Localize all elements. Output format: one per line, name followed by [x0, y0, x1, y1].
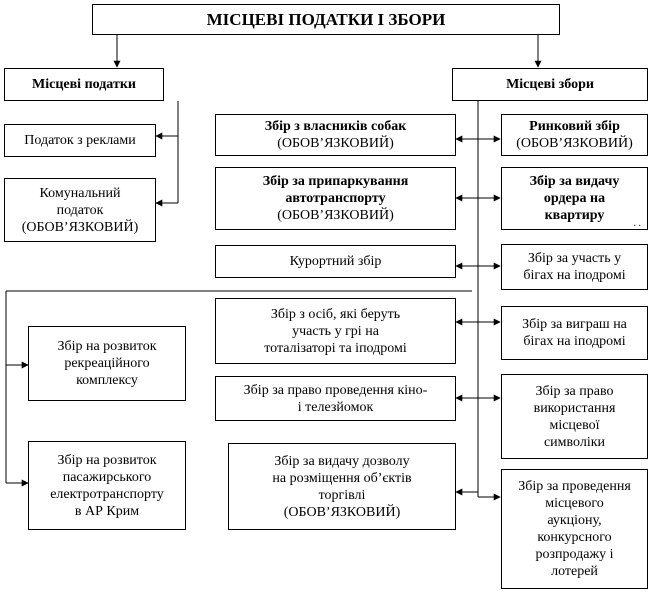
resort-fee-text: Курортний збір [289, 254, 382, 269]
filming-fee-box: Збір за право проведення кіно- і телезйо… [215, 376, 456, 421]
trade-permit-fee-box: Збір за видачу дозволу на розміщення об’… [228, 443, 456, 530]
filming-fee-line1: Збір за право проведення кіно- [243, 382, 428, 398]
apartment-warrant-fee-mark: . . [633, 218, 642, 229]
trade-permit-fee-line1: Збір за видачу дозволу [274, 453, 410, 469]
betting-fee-line1: Збір з осіб, які беруть [270, 306, 401, 322]
recreation-fee-box: Збір на розвиток рекреаційного комплексу [28, 326, 186, 401]
apartment-warrant-fee-line3: квартиру [544, 208, 605, 223]
electrotransport-fee-line2: пасажирського [62, 469, 152, 485]
racing-win-fee-box: Збір за виграш на бігах на іподромі [501, 306, 648, 360]
trade-permit-fee-line3: торгівлі [318, 487, 366, 503]
auction-fee-line1: Збір за проведення [518, 479, 631, 494]
market-fee-line2: (ОБОВ’ЯЗКОВИЙ) [516, 136, 633, 151]
trade-permit-fee-line4: (ОБОВ’ЯЗКОВИЙ) [283, 504, 401, 520]
resort-fee-box: Курортний збір [215, 245, 456, 278]
parking-fee-line3: (ОБОВ’ЯЗКОВИЙ) [277, 208, 394, 223]
communal-tax-line3: (ОБОВ’ЯЗКОВИЙ) [21, 219, 139, 235]
electrotransport-fee-line4: в АР Крим [74, 503, 140, 519]
market-fee-line1: Ринковий збір [529, 119, 620, 134]
auction-fee-line6: лотерей [551, 564, 598, 579]
recreation-fee-line3: комплексу [76, 373, 138, 388]
electrotransport-fee-box: Збір на розвиток пасажирського електротр… [28, 441, 186, 530]
betting-fee-line2: участь у грі на [292, 323, 379, 339]
trade-permit-fee-line2: на розміщення об’єктів [272, 470, 412, 486]
parking-fee-line2: автотранспорту [285, 191, 386, 206]
betting-fee-box: Збір з осіб, які беруть участь у грі на … [215, 298, 456, 364]
apartment-warrant-fee-box: Збір за видачу ордера на квартиру . . [501, 167, 648, 230]
communal-tax-line1: Комунальний [39, 185, 121, 201]
main-title-text: МІСЦЕВІ ПОДАТКИ І ЗБОРИ [206, 10, 446, 29]
main-title: МІСЦЕВІ ПОДАТКИ І ЗБОРИ [92, 4, 560, 35]
electrotransport-fee-line3: електротранспорту [50, 486, 164, 502]
parking-fee-line1: Збір за припаркування [262, 174, 409, 189]
dog-owners-fee-line2: (ОБОВ’ЯЗКОВИЙ) [277, 136, 394, 151]
auction-fee-line4: конкурсного [537, 530, 612, 545]
symbols-fee-line2: використання [533, 400, 616, 416]
betting-fee-line3: тоталізаторі та іподромі [264, 340, 407, 356]
auction-fee-box: Збір за проведення місцевого аукціону, к… [501, 469, 648, 589]
communal-tax-line2: податок [56, 202, 104, 218]
auction-fee-line5: розпродажу і [535, 547, 614, 562]
dog-owners-fee-box: Збір з власників собак (ОБОВ’ЯЗКОВИЙ) [215, 114, 456, 156]
electrotransport-fee-line1: Збір на розвиток [57, 452, 157, 468]
communal-tax-box: Комунальний податок (ОБОВ’ЯЗКОВИЙ) [4, 178, 156, 242]
racing-participation-fee-line1: Збір за участь у [527, 251, 622, 266]
local-fees-header: Місцеві збори [452, 68, 648, 101]
symbols-fee-line4: символіки [543, 434, 606, 450]
local-taxes-header-text: Місцеві податки [32, 77, 136, 92]
symbols-fee-line3: місцевої [549, 417, 600, 433]
symbols-fee-line1: Збір за право [535, 383, 614, 399]
local-fees-header-text: Місцеві збори [506, 77, 594, 92]
local-taxes-header: Місцеві податки [4, 68, 164, 101]
advertising-tax-box: Податок з реклами [4, 124, 156, 157]
recreation-fee-line1: Збір на розвиток [57, 339, 157, 354]
auction-fee-line2: місцевого [545, 496, 604, 511]
symbols-fee-box: Збір за право використання місцевої симв… [501, 374, 648, 459]
racing-win-fee-line1: Збір за виграш на [522, 317, 627, 332]
racing-participation-fee-box: Збір за участь у бігах на іподромі [501, 244, 648, 290]
market-fee-box: Ринковий збір (ОБОВ’ЯЗКОВИЙ) [501, 114, 648, 156]
auction-fee-line3: аукціону, [547, 513, 602, 528]
racing-win-fee-line2: бігах на іподромі [523, 334, 626, 349]
filming-fee-line2: і телезйомок [297, 399, 374, 415]
recreation-fee-line2: рекреаційного [64, 356, 150, 371]
apartment-warrant-fee-line2: ордера на [543, 191, 606, 206]
parking-fee-box: Збір за припаркування автотранспорту (ОБ… [215, 167, 456, 230]
racing-participation-fee-line2: бігах на іподромі [523, 268, 626, 283]
dog-owners-fee-line1: Збір з власників собак [264, 119, 407, 134]
advertising-tax-text: Податок з реклами [24, 133, 136, 148]
apartment-warrant-fee-line1: Збір за видачу [529, 174, 620, 189]
